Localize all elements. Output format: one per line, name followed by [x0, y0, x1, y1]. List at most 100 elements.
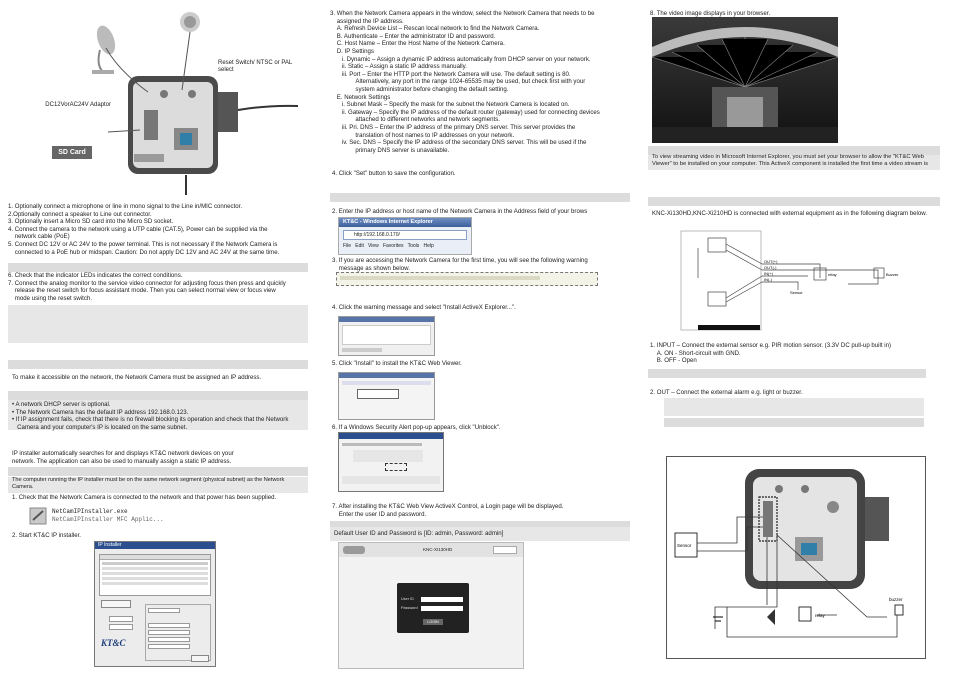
section-bar — [648, 146, 940, 155]
ktc-logo: KT&C — [101, 638, 126, 648]
ip-installer-description: IP installer automatically searches for … — [12, 450, 234, 465]
password-input[interactable] — [421, 606, 463, 611]
input-instructions: 1. INPUT – Connect the external sensor e… — [650, 342, 892, 365]
section-bar — [648, 369, 926, 378]
section-bar — [330, 193, 630, 202]
user-id-input[interactable] — [421, 597, 463, 602]
output-note-box — [664, 398, 924, 416]
ip-settings-panel — [145, 604, 211, 661]
microphone-icon — [92, 25, 116, 74]
menu-help[interactable]: Help — [423, 243, 434, 249]
menu-view[interactable]: View — [368, 243, 379, 249]
network-notes: • A network DHCP server is optional. • T… — [12, 401, 289, 431]
battery-icon — [713, 616, 723, 622]
wiring-diagram: Sensor relay buzzer — [674, 469, 904, 638]
speaker-icon — [180, 12, 200, 32]
column-2: 3. When the Network Camera appears in th… — [330, 0, 630, 675]
led-check-steps: 6. Check that the indicator LEDs indicat… — [8, 272, 286, 302]
window-title: IP Installer — [95, 542, 215, 549]
ie-menu-bar: File Edit View Favorites Tools Help — [339, 243, 471, 249]
installer-file-icon[interactable] — [28, 506, 48, 526]
install-menu-item[interactable] — [357, 389, 399, 399]
install-activex-step: 4. Click the warning message and select … — [332, 304, 516, 311]
note-box — [8, 305, 308, 343]
camera-connection-illustration — [92, 12, 298, 195]
section-bar — [8, 263, 308, 272]
install-viewer-step: 5. Click "Install" to install the KT&C W… — [332, 360, 462, 367]
wiring-diagram-frame: Sensor relay buzzer — [666, 456, 926, 659]
device-list[interactable] — [99, 554, 211, 596]
default-login-note: Default User ID and Password is [ID: adm… — [334, 530, 504, 537]
buzzer-label: buzzer — [889, 597, 903, 602]
output-instructions: 2. OUT – Connect the external alarm e.g.… — [650, 389, 803, 396]
section-bar — [648, 197, 940, 206]
activex-note: To view streaming video in Microsoft Int… — [652, 154, 929, 168]
address-bar[interactable]: http://192.168.0.170/ — [343, 230, 467, 240]
installer-file-type: NetCamIPInstaller MFC Applic... — [52, 516, 164, 523]
label-out-plus: OUT(+) — [764, 259, 778, 264]
save-config-step: 4. Click "Set" button to save the config… — [332, 170, 456, 177]
default-login-box — [330, 527, 630, 541]
ip-installer-window: IP Installer KT&C — [94, 541, 216, 667]
power-adaptor-label: DC12VorAC24V Adaptor — [45, 102, 111, 108]
column-1: Reset Switch/ NTSC or PAL select DC12Vor… — [8, 0, 308, 675]
browser-address-step: 2. Enter the IP address or host name of … — [332, 208, 588, 215]
section-bar — [8, 360, 308, 369]
io-diagram-intro: KNC-Xi130HD,KNC-Xi210HD is connected wit… — [652, 210, 928, 217]
security-alert-dialog — [338, 432, 444, 492]
start-installer-step: 2. Start KT&C IP installer. — [12, 532, 81, 539]
language-select[interactable] — [493, 546, 517, 554]
section-bar — [8, 391, 308, 400]
password-field[interactable] — [109, 624, 133, 630]
label-buzzer: Buzzer — [886, 272, 899, 277]
relay-label: relay — [815, 613, 826, 618]
menu-favorites[interactable]: Favorites — [382, 243, 404, 249]
install-dialog — [338, 372, 435, 420]
login-panel: User ID Password LOGIN — [397, 583, 469, 633]
sd-card-badge: SD Card — [52, 146, 92, 159]
label-out-minus: OUT(-) — [764, 265, 777, 270]
label-relay: relay — [828, 272, 837, 277]
reset-switch-label: Reset Switch/ NTSC or PAL select — [218, 60, 293, 73]
sensor-box-label: Sensor — [677, 543, 692, 548]
label-sensor: Sensor — [790, 290, 803, 295]
column-3: 8. The video image displays in your brow… — [648, 0, 948, 675]
activex-dialog — [338, 316, 435, 356]
label-in-plus: IN(+) — [764, 271, 774, 276]
ie-window: KT&C - Windows Internet Explorer http://… — [338, 217, 472, 255]
notes-box — [8, 400, 308, 430]
user-id-label: User ID — [401, 597, 414, 601]
section-bar — [330, 521, 630, 530]
activex-warning-bar[interactable] — [336, 272, 598, 286]
video-image — [652, 17, 838, 143]
segment-note-box — [8, 477, 308, 493]
io-wiring-schematic: OUT(+) OUT(-) IN(+) IN(-) Sensor relay B… — [680, 230, 899, 331]
login-page-screenshot: KNC-XI130HD User ID Password LOGIN — [338, 542, 524, 669]
id-field[interactable] — [109, 616, 133, 622]
menu-edit[interactable]: Edit — [355, 243, 364, 249]
segment-note: The computer running the IP installer mu… — [12, 477, 285, 490]
connection-steps: 1. Optionally connect a microphone or li… — [8, 203, 280, 256]
ie-note-box — [648, 155, 940, 170]
menu-tools[interactable]: Tools — [407, 243, 420, 249]
video-display-step: 8. The video image displays in your brow… — [650, 10, 771, 17]
refresh-button[interactable] — [101, 600, 131, 608]
installer-file-name[interactable]: NetCamIPInstaller.exe — [52, 508, 128, 515]
label-in-minus: IN(-) — [764, 277, 773, 282]
password-label: Password — [401, 606, 418, 610]
section-bar — [8, 467, 308, 476]
ie-title: KT&C - Windows Internet Explorer — [339, 218, 471, 227]
set-button[interactable] — [191, 655, 209, 662]
login-button[interactable]: LOGIN — [423, 619, 443, 625]
check-connection-step: 1. Check that the Network Camera is conn… — [12, 494, 277, 501]
unblock-step: 6. If a Windows Security Alert pop-up ap… — [332, 424, 501, 431]
unblock-button[interactable] — [385, 463, 407, 471]
menu-file[interactable]: File — [343, 243, 352, 249]
login-page-step: 7. After installing the KT&C Web View Ac… — [332, 503, 564, 518]
section-bar — [664, 418, 924, 427]
ip-settings-steps: 3. When the Network Camera appears in th… — [330, 10, 600, 154]
login-model-name: KNC-XI130HD — [423, 547, 453, 552]
warning-message-step: 3. If you are accessing the Network Came… — [332, 257, 588, 272]
assign-ip-text: To make it accessible on the network, th… — [12, 374, 262, 381]
ktc-logo-icon — [343, 546, 365, 554]
